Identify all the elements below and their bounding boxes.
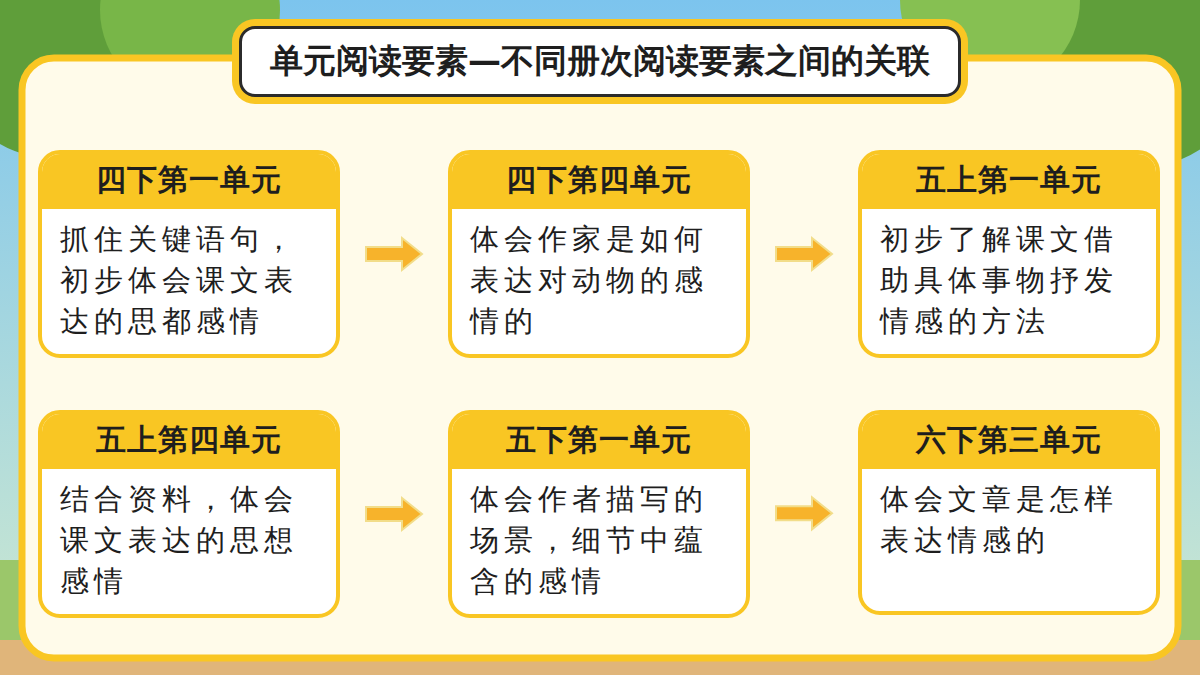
unit-heading: 五下第一单元 bbox=[452, 414, 746, 469]
reading-element: 体会作者描写的场景，细节中蕴含的感情 bbox=[452, 469, 746, 614]
reading-element: 体会作家是如何表达对动物的感情的 bbox=[452, 209, 746, 354]
unit-heading: 四下第一单元 bbox=[42, 154, 336, 209]
unit-card: 五上第四单元结合资料，体会课文表达的思想感情 bbox=[38, 410, 340, 618]
reading-element: 抓住关键语句，初步体会课文表达的思都感情 bbox=[42, 209, 336, 354]
flow-arrow bbox=[366, 238, 422, 270]
flow-arrow bbox=[776, 238, 832, 270]
unit-heading: 六下第三单元 bbox=[862, 414, 1156, 469]
flow-arrow bbox=[776, 497, 832, 529]
flow-arrow bbox=[366, 498, 422, 530]
unit-card: 五上第一单元初步了解课文借助具体事物抒发情感的方法 bbox=[858, 150, 1160, 358]
reading-element: 体会文章是怎样表达情感的 bbox=[862, 469, 1156, 573]
unit-card: 四下第四单元体会作家是如何表达对动物的感情的 bbox=[448, 150, 750, 358]
reading-element: 初步了解课文借助具体事物抒发情感的方法 bbox=[862, 209, 1156, 354]
unit-card: 六下第三单元体会文章是怎样表达情感的 bbox=[858, 410, 1160, 615]
unit-card: 五下第一单元体会作者描写的场景，细节中蕴含的感情 bbox=[448, 410, 750, 618]
unit-heading: 五上第一单元 bbox=[862, 154, 1156, 209]
reading-element: 结合资料，体会课文表达的思想感情 bbox=[42, 469, 336, 614]
unit-card: 四下第一单元抓住关键语句，初步体会课文表达的思都感情 bbox=[38, 150, 340, 358]
unit-heading: 五上第四单元 bbox=[42, 414, 336, 469]
diagram-title: 单元阅读要素—不同册次阅读要素之间的关联 bbox=[239, 26, 961, 97]
unit-heading: 四下第四单元 bbox=[452, 154, 746, 209]
